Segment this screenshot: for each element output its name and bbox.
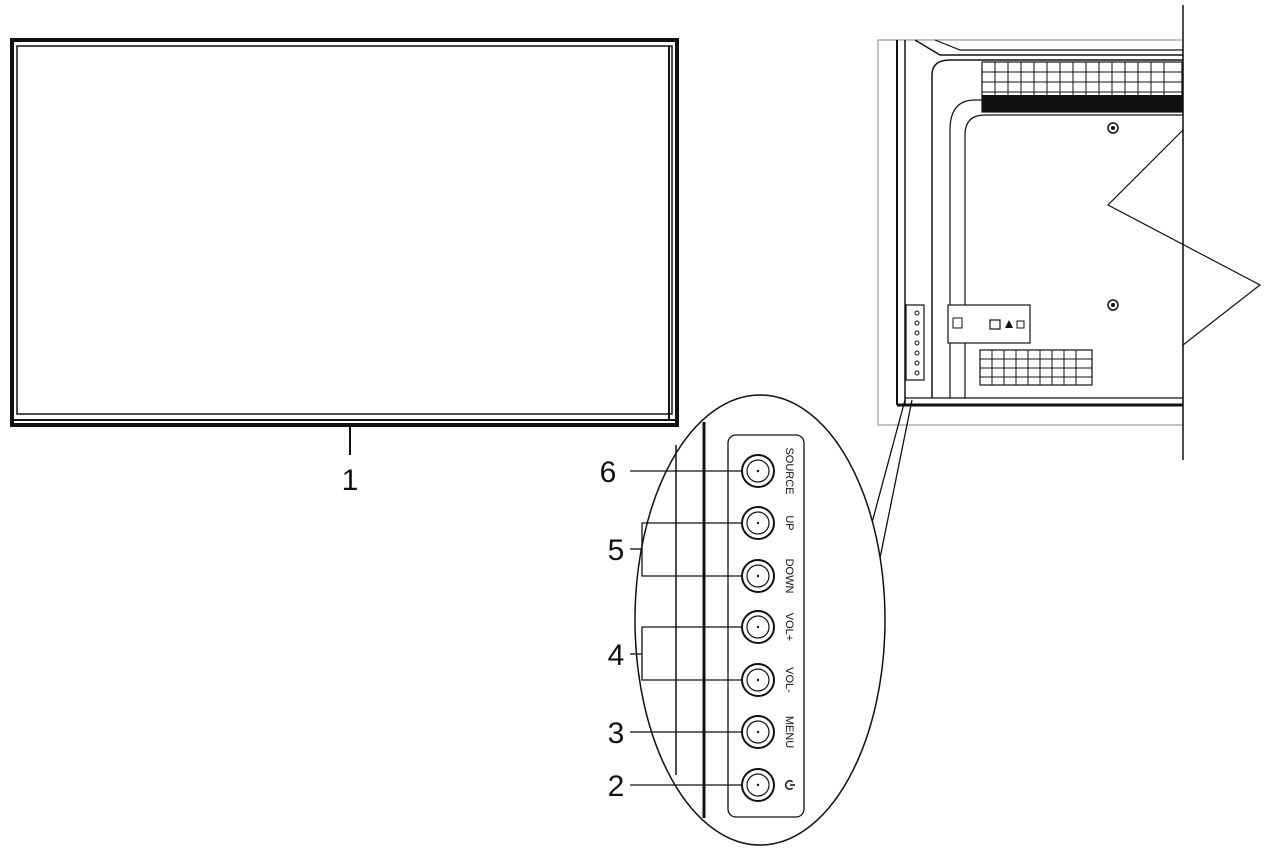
screw-icon: [1107, 299, 1119, 311]
side-button-strip: [905, 304, 925, 381]
vol-minus-button[interactable]: VOL-: [741, 663, 795, 697]
callout-1: 1: [342, 464, 359, 497]
source-button-label: SOURCE: [783, 447, 795, 494]
tv-rear-view: [877, 5, 1262, 460]
down-button-label: DOWN: [783, 559, 795, 594]
tv-front-view: 1: [10, 38, 679, 497]
vol-minus-button-label: VOL-: [783, 667, 795, 693]
down-button[interactable]: DOWN: [741, 559, 795, 594]
callout-3: 3: [608, 717, 625, 750]
label-plate: [947, 304, 1031, 344]
vol-plus-button-label: VOL+: [783, 613, 795, 641]
callout-6: 6: [600, 456, 617, 489]
screw-icon: [1107, 122, 1119, 134]
menu-button-label: MENU: [783, 716, 795, 748]
top-vent-grille: [982, 62, 1182, 95]
vol-plus-button[interactable]: VOL+: [741, 610, 795, 644]
callout-4: 4: [608, 639, 625, 672]
power-icon: [784, 780, 795, 790]
callout-2: 2: [608, 770, 625, 803]
button-panel-magnified: SOURCE UP DOWN VOL+ VOL-: [600, 394, 913, 846]
up-button[interactable]: UP: [741, 506, 795, 540]
callout-5: 5: [608, 534, 625, 567]
bottom-vent-grille: [979, 349, 1093, 386]
up-button-label: UP: [783, 515, 795, 530]
menu-button[interactable]: MENU: [741, 715, 795, 749]
power-button[interactable]: [741, 768, 795, 802]
